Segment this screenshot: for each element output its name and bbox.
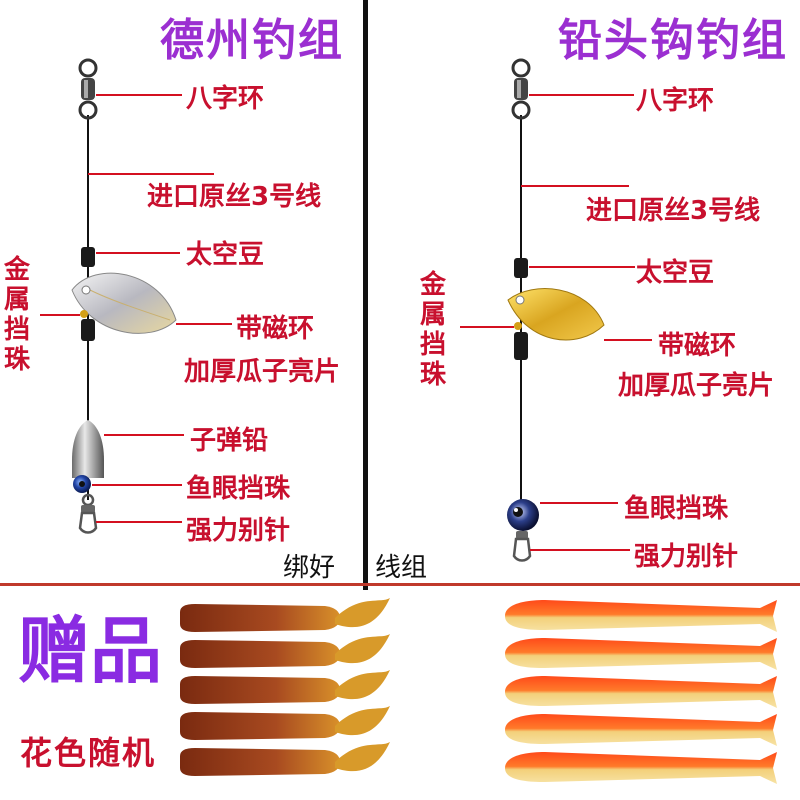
left-bullet-pointer <box>104 434 184 436</box>
left-side-char-1: 金 <box>3 255 30 285</box>
right-blade-icon <box>507 288 605 341</box>
brown-grub-lures-icon <box>180 598 390 776</box>
right-blade-label: 加厚瓜子亮片 <box>618 371 775 401</box>
left-metal-bead-icon <box>80 310 88 318</box>
right-blade-pointer <box>604 339 652 341</box>
left-bullet-label: 子弹铅 <box>190 426 269 456</box>
left-magnet-ring-icon <box>81 319 95 341</box>
left-line-label: 进口原丝3号线 <box>147 182 322 212</box>
left-side-char-4: 珠 <box>3 345 30 375</box>
right-rig-diagram: 八字环 进口原丝3号线 太空豆 带磁环 加厚瓜子亮片 鱼眼挡珠 强力别针 金 属… <box>368 0 800 580</box>
left-swivel-pointer <box>96 94 182 96</box>
right-rig-svg <box>507 58 605 562</box>
left-side-char-3: 挡 <box>3 315 30 345</box>
right-side-char-2: 属 <box>419 300 446 330</box>
right-eye-bead-pointer <box>540 502 618 504</box>
left-side-label: 金 属 挡 珠 <box>2 255 32 375</box>
left-rig-title: 德州钓组 <box>160 15 344 66</box>
right-snap-icon <box>512 531 532 562</box>
caption-left: 绑好 <box>283 553 336 583</box>
right-swivel-pointer <box>529 94 634 96</box>
right-snap-label: 强力别针 <box>634 542 739 572</box>
right-side-char-3: 挡 <box>419 330 446 360</box>
left-swivel-icon <box>78 58 98 120</box>
left-rig-svg <box>71 58 177 534</box>
gift-lures-svg <box>180 598 777 784</box>
left-snap-label: 强力别针 <box>186 516 291 546</box>
right-swivel-icon <box>511 58 531 120</box>
left-side-char-2: 属 <box>3 285 30 315</box>
right-side-char-1: 金 <box>419 270 446 300</box>
right-magnet-label: 带磁环 <box>658 331 737 361</box>
right-side-label: 金 属 挡 珠 <box>418 270 448 390</box>
left-line-pointer <box>88 173 214 175</box>
right-line-label: 进口原丝3号线 <box>586 196 761 226</box>
left-blade-icon <box>71 272 177 334</box>
left-snap-pointer <box>96 521 182 523</box>
right-rig-title: 铅头钩钓组 <box>558 15 788 66</box>
right-side-char-4: 珠 <box>419 360 446 390</box>
left-bean-icon <box>81 247 95 267</box>
caption-right: 线组 <box>375 553 428 583</box>
left-bean-label: 太空豆 <box>186 240 265 270</box>
left-eye-bead-label: 鱼眼挡珠 <box>186 474 291 504</box>
section-divider <box>0 583 800 586</box>
right-metal-bead-icon <box>514 322 522 330</box>
left-eye-bead-pointer <box>92 484 182 486</box>
right-bean-label: 太空豆 <box>636 258 715 288</box>
right-bean-icon <box>514 258 528 278</box>
left-swivel-label: 八字环 <box>186 84 265 114</box>
center-divider <box>363 0 368 590</box>
right-jig-head-icon <box>507 499 539 531</box>
left-snap-icon <box>78 493 98 534</box>
left-blade-label: 加厚瓜子亮片 <box>184 357 341 387</box>
left-rig-diagram: 八字环 进口原丝3号线 太空豆 带磁环 加厚瓜子亮片 子弹铅 鱼眼挡珠 强力别针… <box>0 0 363 580</box>
orange-shad-lures-icon <box>505 600 777 784</box>
left-metal-bead-pointer <box>40 314 80 316</box>
left-blade-pointer <box>176 323 232 325</box>
right-magnet-ring-icon <box>514 332 528 360</box>
gift-title: 赠品 <box>18 609 163 693</box>
left-magnet-label: 带磁环 <box>236 314 315 344</box>
gift-subtitle: 花色随机 <box>20 734 157 772</box>
right-snap-pointer <box>530 549 630 551</box>
left-bean-pointer <box>96 252 180 254</box>
right-eye-bead-label: 鱼眼挡珠 <box>624 494 729 524</box>
right-metal-bead-pointer <box>460 326 514 328</box>
left-bullet-weight-icon <box>72 420 104 478</box>
right-line-pointer <box>521 185 629 187</box>
right-swivel-label: 八字环 <box>636 86 715 116</box>
right-bean-pointer <box>529 266 635 268</box>
